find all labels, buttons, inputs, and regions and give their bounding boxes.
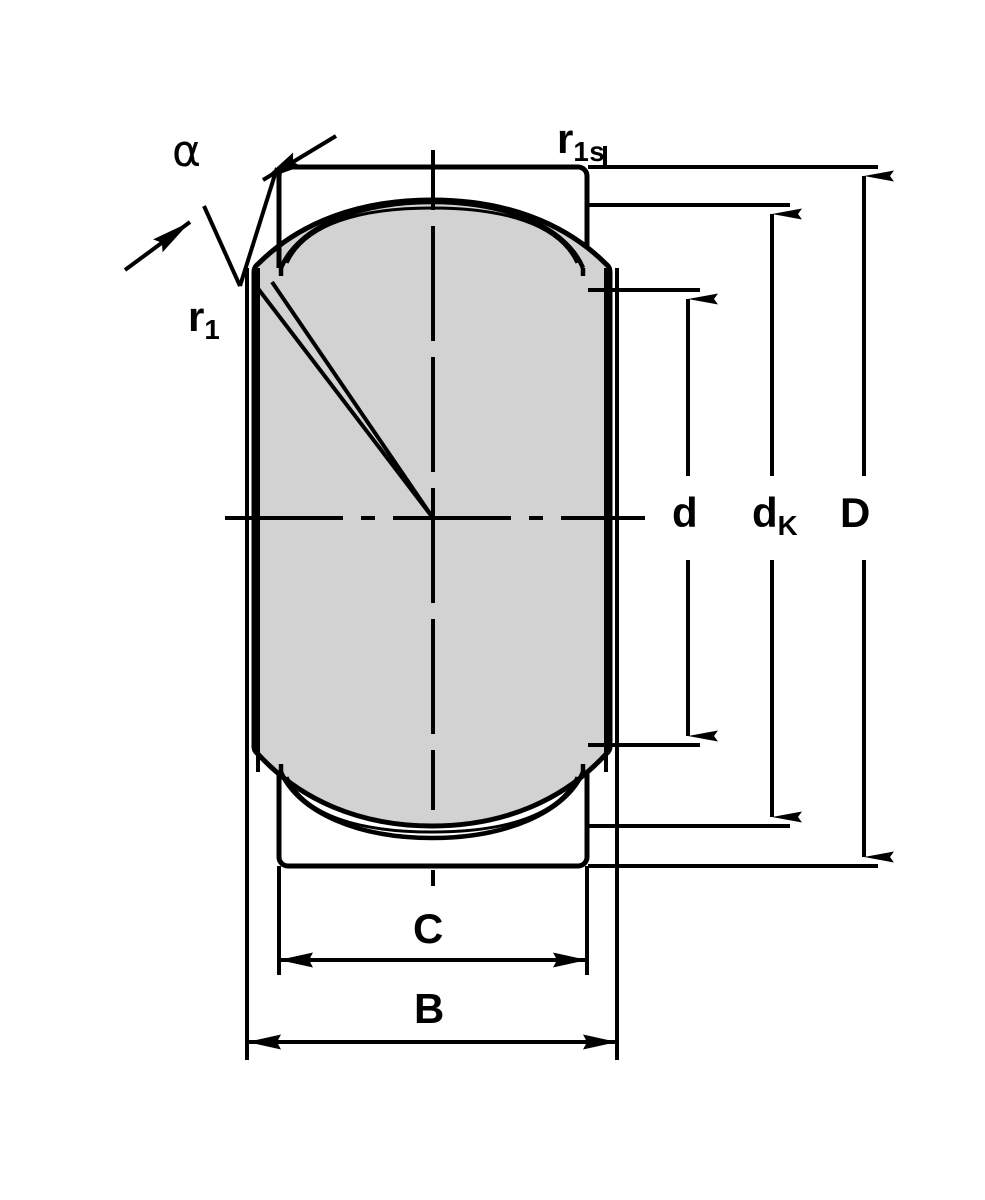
label-r1s-subscript: 1s: [573, 136, 606, 168]
dimension-B: [245, 772, 619, 1060]
center-lines: [225, 150, 645, 895]
label-dk-base: d: [752, 489, 778, 536]
label-D: D: [840, 489, 871, 536]
label-alpha: α: [172, 126, 202, 177]
radius-leader-lines: [251, 176, 435, 520]
label-d: d: [672, 489, 698, 536]
label-dk-subscript: K: [777, 510, 799, 542]
alpha-angle-annotation: [123, 134, 338, 287]
dimension-D: [588, 165, 894, 868]
dimension-C: [277, 866, 589, 975]
label-B: B: [414, 985, 445, 1032]
label-r1-base: r: [188, 293, 205, 340]
dimension-dk: [588, 203, 802, 828]
label-dk: dK: [752, 489, 798, 540]
label-C: C: [413, 905, 444, 952]
label-r1s: r1s: [557, 115, 605, 166]
label-r1s-base: r: [557, 115, 574, 162]
label-r1-subscript: 1: [204, 314, 221, 346]
dimension-d: [588, 288, 718, 747]
label-r1: r1: [188, 293, 220, 344]
